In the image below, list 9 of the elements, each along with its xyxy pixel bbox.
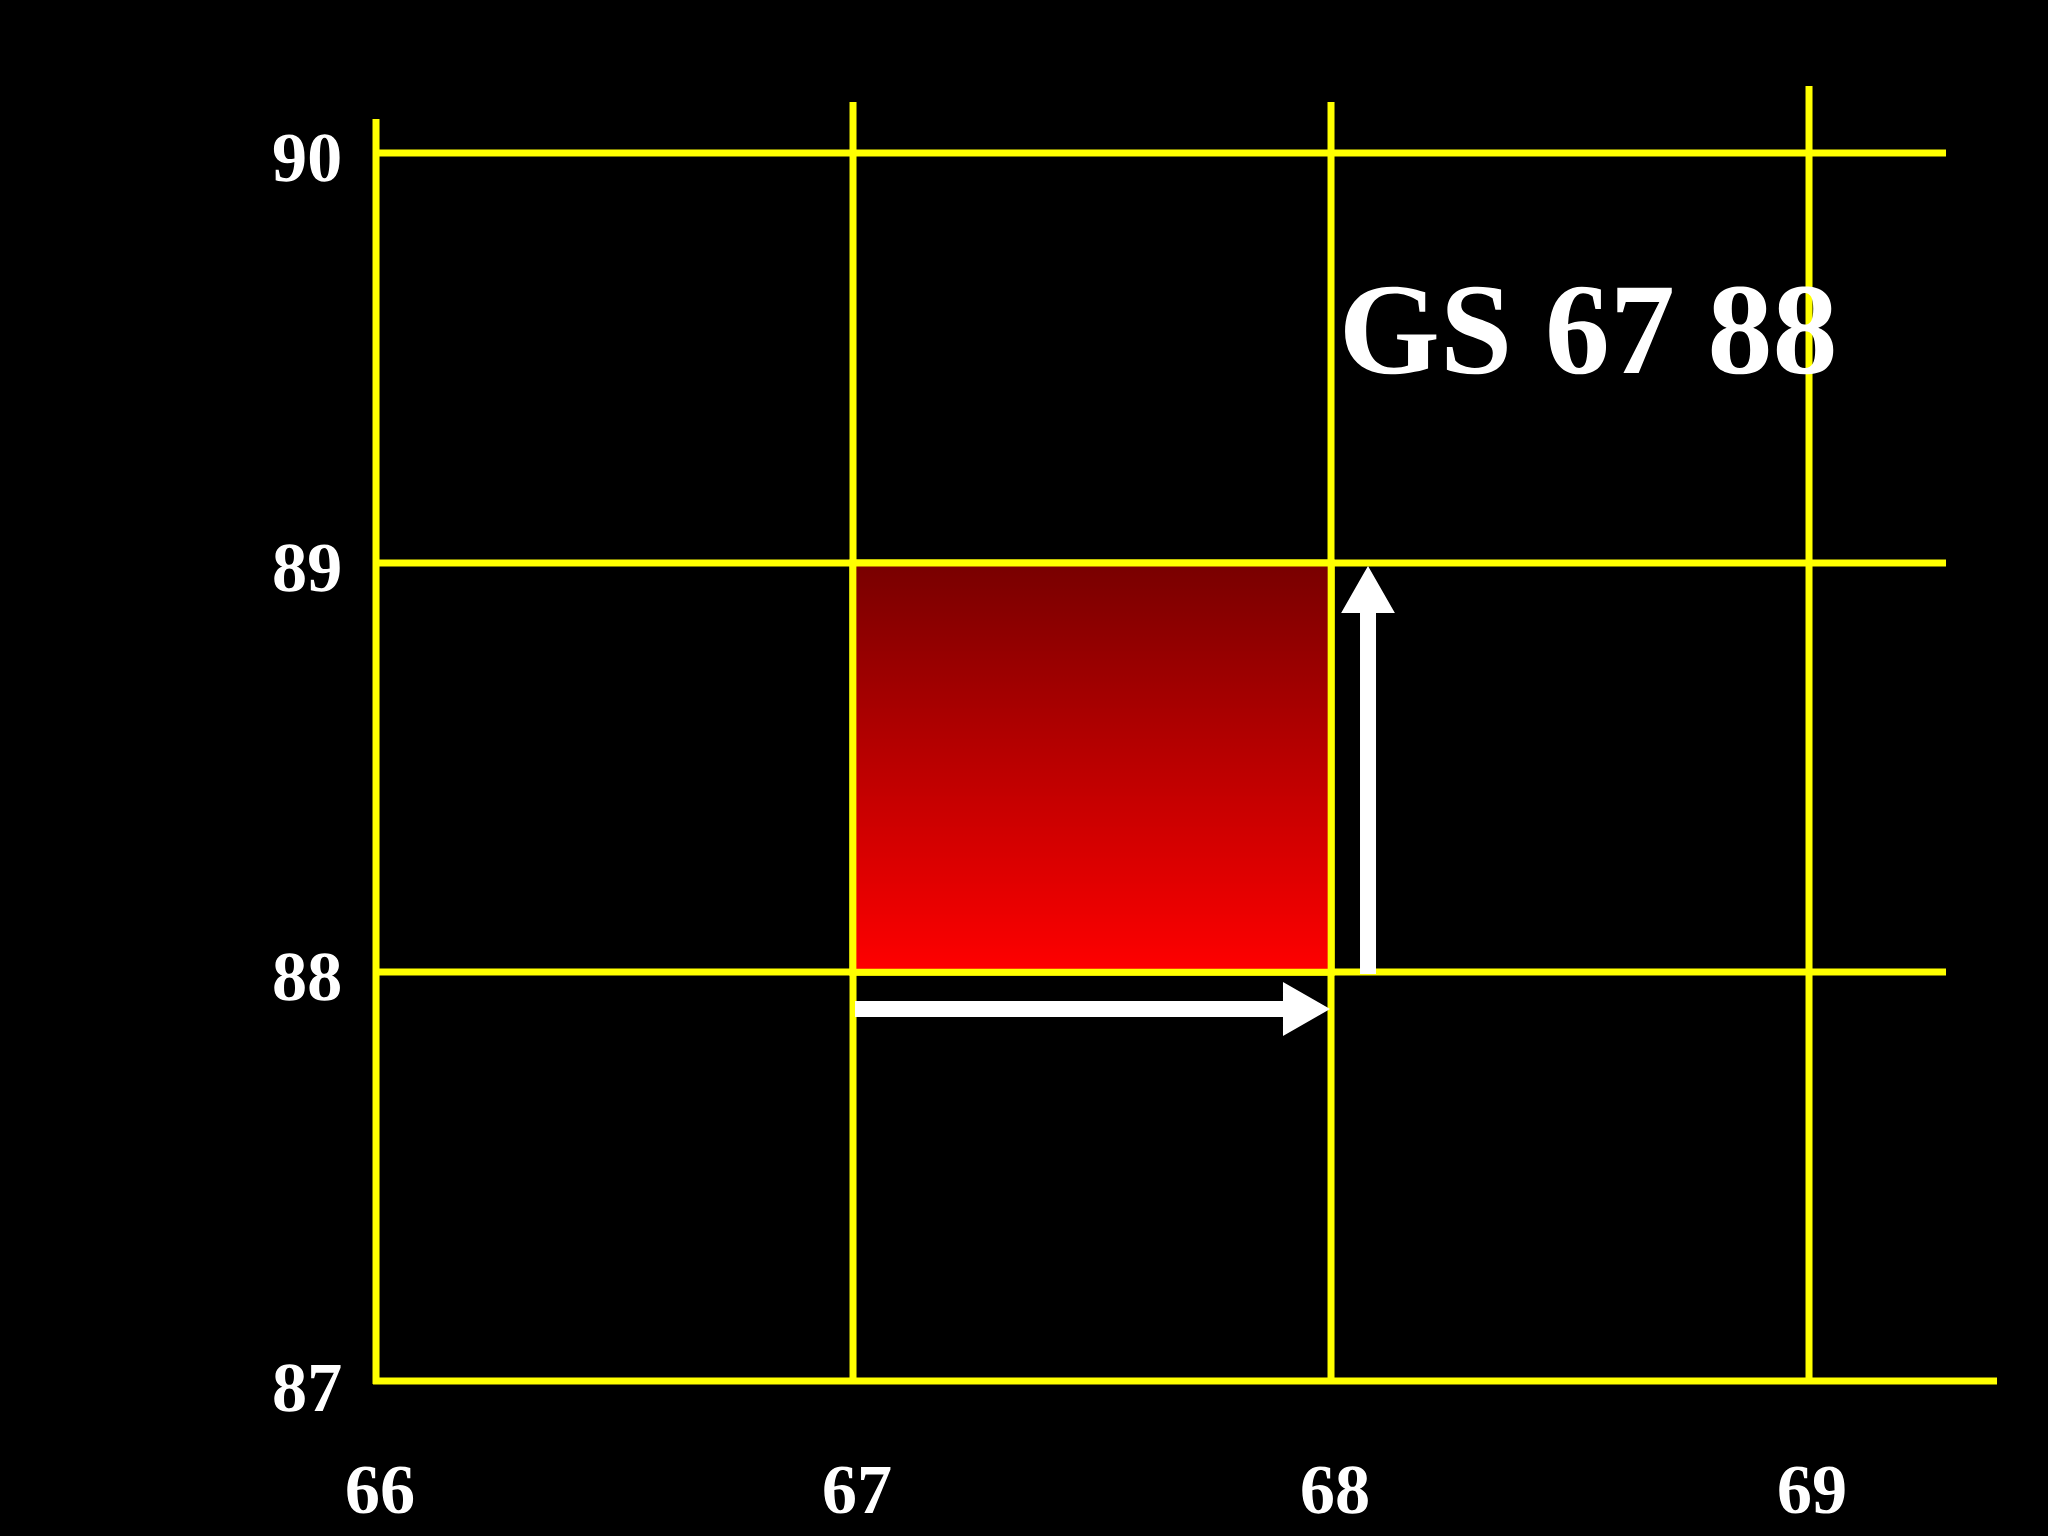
axis-label: 67 (824, 1466, 891, 1514)
axis-label: 87 (274, 1364, 341, 1412)
axis-label: 66 (347, 1466, 414, 1514)
axis-label: 90 (273, 134, 340, 182)
axis-label: 88 (274, 953, 340, 1001)
axis-label: 69 (1779, 1466, 1845, 1514)
axis-label: 89 (274, 544, 340, 592)
axis-label: 68 (1302, 1466, 1368, 1514)
shaded-square (849, 559, 1335, 976)
